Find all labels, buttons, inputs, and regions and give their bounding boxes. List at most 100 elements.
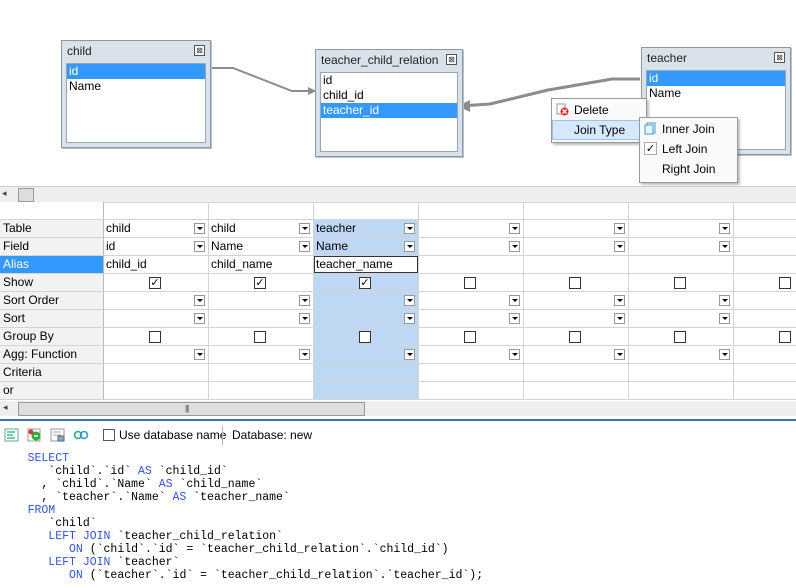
dropdown-arrow-icon[interactable] (299, 295, 310, 306)
table-box-teacher-child-relation[interactable]: teacher_child_relation ⊠ id child_id tea… (315, 49, 463, 157)
group-by-checkbox[interactable] (254, 331, 266, 343)
field-item[interactable]: id (323, 73, 333, 87)
grid-cell[interactable] (314, 328, 419, 346)
grid-cell[interactable] (104, 364, 209, 382)
copy-sql-icon[interactable] (50, 428, 66, 442)
row-header[interactable]: Alias (0, 256, 104, 274)
grid-cell[interactable]: teacher_name (314, 256, 419, 274)
dropdown-arrow-icon[interactable] (509, 295, 520, 306)
scroll-left-icon[interactable]: ◂ (3, 402, 8, 412)
grid-cell[interactable] (419, 310, 524, 328)
grid-cell[interactable] (209, 292, 314, 310)
dropdown-arrow-icon[interactable] (509, 223, 520, 234)
show-checkbox[interactable]: ✓ (359, 277, 371, 289)
grid-cell[interactable] (419, 256, 524, 274)
format-sql-icon[interactable] (4, 428, 20, 442)
grid-cell[interactable] (314, 292, 419, 310)
close-icon[interactable]: ⊠ (774, 52, 785, 63)
dropdown-arrow-icon[interactable] (614, 223, 625, 234)
column-header[interactable] (419, 202, 524, 220)
grid-cell[interactable] (524, 292, 629, 310)
grid-cell[interactable] (419, 220, 524, 238)
grid-horizontal-scrollbar[interactable]: ◂ ||| (0, 401, 796, 416)
dropdown-arrow-icon[interactable] (194, 295, 205, 306)
close-icon[interactable]: ⊠ (194, 45, 205, 56)
diagram-horizontal-scrollbar[interactable]: ◂ (0, 186, 796, 202)
scroll-left-icon[interactable]: ◂ (2, 188, 7, 198)
group-by-checkbox[interactable] (779, 331, 791, 343)
grid-cell[interactable] (524, 238, 629, 256)
grid-cell[interactable] (734, 292, 796, 310)
close-icon[interactable]: ⊠ (446, 54, 457, 65)
menu-item-right-join[interactable]: Right Join (640, 159, 737, 179)
dropdown-arrow-icon[interactable] (719, 241, 730, 252)
grid-cell[interactable]: child (104, 220, 209, 238)
dropdown-arrow-icon[interactable] (194, 349, 205, 360)
grid-cell[interactable] (314, 346, 419, 364)
grid-cell[interactable] (524, 274, 629, 292)
dropdown-arrow-icon[interactable] (299, 313, 310, 324)
grid-cell[interactable]: Name (209, 238, 314, 256)
show-checkbox[interactable]: ✓ (149, 277, 161, 289)
grid-cell[interactable] (524, 328, 629, 346)
grid-cell[interactable] (104, 346, 209, 364)
grid-cell[interactable] (104, 382, 209, 400)
row-header[interactable]: Agg: Function (0, 346, 104, 364)
dropdown-arrow-icon[interactable] (719, 223, 730, 234)
sql-preview[interactable]: SELECT `child`.`id` AS `child_id` , `chi… (0, 449, 796, 587)
grid-cell[interactable] (104, 292, 209, 310)
dropdown-arrow-icon[interactable] (719, 349, 730, 360)
grid-cell[interactable]: child (209, 220, 314, 238)
grid-cell[interactable] (629, 346, 734, 364)
grid-cell[interactable]: teacher (314, 220, 419, 238)
show-checkbox[interactable] (779, 277, 791, 289)
grid-cell[interactable] (419, 364, 524, 382)
field-item[interactable]: child_id (323, 88, 364, 102)
dropdown-arrow-icon[interactable] (299, 349, 310, 360)
dropdown-arrow-icon[interactable] (719, 295, 730, 306)
grid-cell[interactable] (524, 364, 629, 382)
field-item[interactable]: id (67, 64, 205, 79)
menu-item-inner-join[interactable]: Inner Join (640, 119, 737, 139)
dropdown-arrow-icon[interactable] (509, 313, 520, 324)
grid-cell[interactable] (104, 328, 209, 346)
grid-cell[interactable]: ✓ (209, 274, 314, 292)
scroll-thumb[interactable] (18, 188, 34, 202)
grid-cell[interactable] (209, 364, 314, 382)
dropdown-arrow-icon[interactable] (614, 313, 625, 324)
dropdown-arrow-icon[interactable] (404, 295, 415, 306)
grid-cell[interactable] (524, 256, 629, 274)
group-by-checkbox[interactable] (149, 331, 161, 343)
group-by-checkbox[interactable] (359, 331, 371, 343)
menu-item-delete[interactable]: Delete (552, 100, 646, 120)
grid-cell[interactable] (629, 274, 734, 292)
grid-cell[interactable] (734, 274, 796, 292)
grid-cell[interactable] (629, 328, 734, 346)
table-box-child[interactable]: child ⊠ id Name (61, 40, 211, 148)
grid-cell[interactable] (629, 220, 734, 238)
grid-cell[interactable] (734, 256, 796, 274)
grid-cell[interactable]: Name (314, 238, 419, 256)
row-header[interactable]: Table (0, 220, 104, 238)
field-item[interactable]: teacher_id (321, 103, 457, 118)
grid-cell[interactable] (419, 346, 524, 364)
grid-cell[interactable] (314, 364, 419, 382)
row-header[interactable]: or (0, 382, 104, 400)
dropdown-arrow-icon[interactable] (404, 241, 415, 252)
show-checkbox[interactable] (569, 277, 581, 289)
column-header[interactable] (734, 202, 796, 220)
grid-cell[interactable] (734, 220, 796, 238)
grid-cell[interactable] (629, 292, 734, 310)
query-diagram[interactable]: child ⊠ id Name teacher_child_relation ⊠… (0, 0, 796, 186)
dropdown-arrow-icon[interactable] (194, 223, 205, 234)
menu-item-left-join[interactable]: ✓ Left Join (640, 139, 737, 159)
grid-cell[interactable] (734, 346, 796, 364)
group-by-checkbox[interactable] (674, 331, 686, 343)
grid-cell[interactable] (209, 310, 314, 328)
grid-cell[interactable] (734, 310, 796, 328)
grid-cell[interactable] (629, 256, 734, 274)
dropdown-arrow-icon[interactable] (194, 241, 205, 252)
group-by-checkbox[interactable] (569, 331, 581, 343)
dropdown-arrow-icon[interactable] (299, 241, 310, 252)
grid-cell[interactable] (209, 346, 314, 364)
